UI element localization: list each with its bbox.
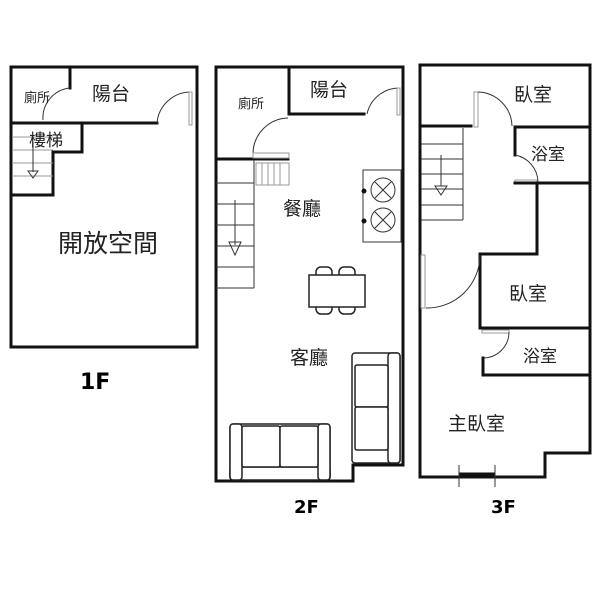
floor-label-3f: 3F bbox=[491, 497, 516, 518]
room-label-living: 客廳 bbox=[290, 347, 328, 369]
sofa-bottom bbox=[229, 423, 331, 481]
room-label-bedroom: 臥室 bbox=[509, 283, 547, 305]
room-label-balcony: 陽台 bbox=[92, 83, 130, 105]
room-label-toilet: 廁所 bbox=[238, 96, 264, 112]
door-arc bbox=[42, 87, 71, 121]
room-label-bath: 浴室 bbox=[523, 347, 557, 367]
stairs-1f bbox=[12, 136, 53, 179]
room-label-master-bedroom: 主臥室 bbox=[448, 413, 505, 435]
room-label-open-space: 開放空間 bbox=[58, 229, 158, 258]
outer-walls-2f bbox=[214, 65, 405, 483]
floor-1f: 廁所 陽台 樓梯 開放空間 1F bbox=[9, 65, 199, 395]
stairs-2f bbox=[216, 160, 290, 289]
stairs-3f bbox=[421, 128, 464, 221]
floor-label-1f: 1F bbox=[80, 370, 110, 395]
room-label-bedroom: 臥室 bbox=[514, 84, 552, 106]
floor-2f: 廁所 陽台 餐廳 客廳 2F bbox=[214, 65, 405, 518]
floor-label-2f: 2F bbox=[294, 497, 319, 518]
stove bbox=[361, 169, 402, 243]
window-3f bbox=[458, 465, 496, 487]
outer-walls-1f bbox=[9, 65, 199, 349]
room-label-stairs: 樓梯 bbox=[29, 131, 63, 151]
room-label-balcony: 陽台 bbox=[310, 79, 348, 101]
room-label-toilet: 廁所 bbox=[24, 90, 50, 106]
room-label-bath: 浴室 bbox=[531, 145, 565, 165]
dining-table bbox=[308, 266, 366, 315]
outer-walls-3f bbox=[418, 63, 592, 479]
floor-3f: 臥室 浴室 臥室 浴室 主臥室 3F bbox=[418, 63, 592, 518]
room-label-dining: 餐廳 bbox=[283, 198, 321, 220]
sofa-right bbox=[351, 352, 401, 464]
